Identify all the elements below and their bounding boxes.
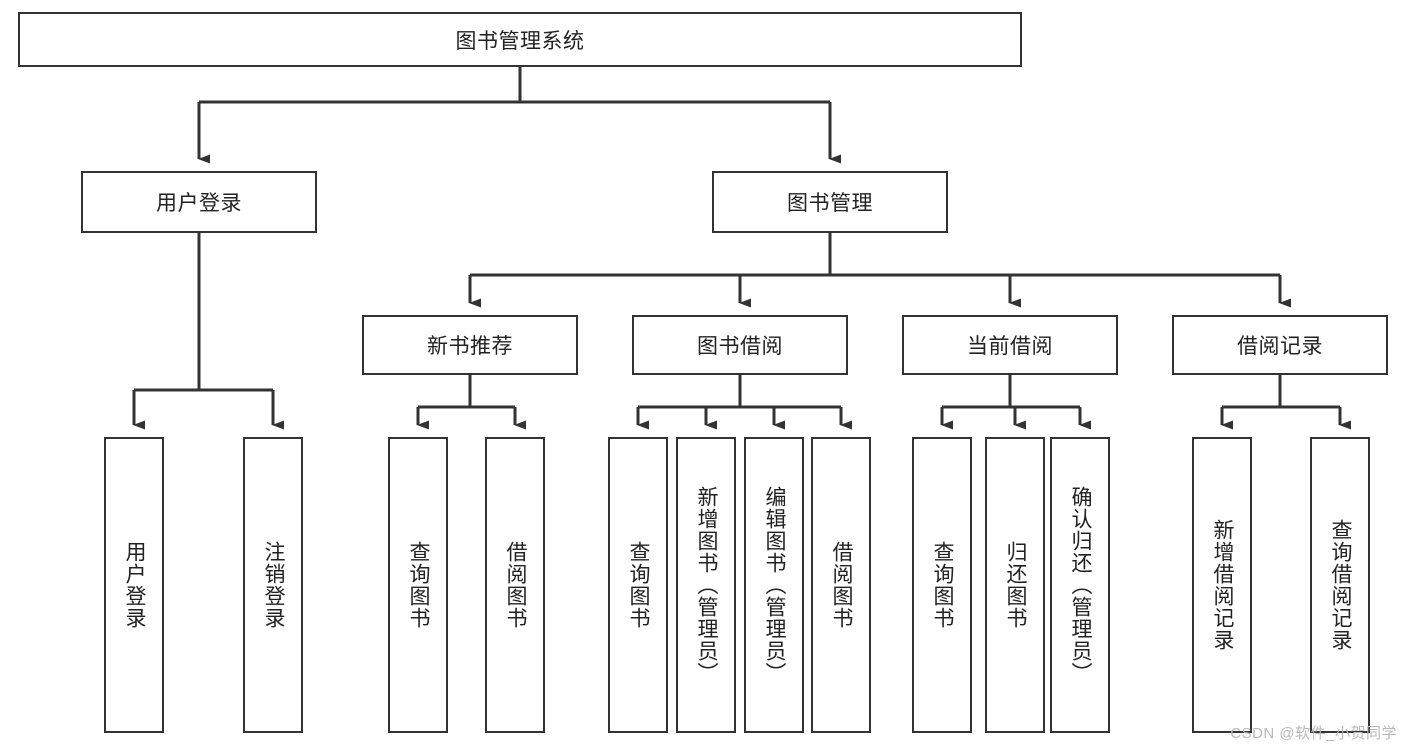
node-current-borrow[interactable]: 当前借阅	[902, 315, 1118, 375]
node-leaf-borrow-book-2[interactable]: 借阅图书	[811, 437, 871, 733]
node-label: 新书推荐	[427, 335, 513, 358]
node-label: 用户登录	[123, 541, 147, 629]
node-leaf-query-book-2[interactable]: 查询图书	[608, 437, 668, 733]
node-label: 借阅图书	[830, 541, 854, 629]
csdn-watermark: CSDN @软件_小贺同学	[1230, 725, 1397, 742]
node-label: 注销登录	[262, 541, 286, 629]
node-leaf-add-borrow-record[interactable]: 新增借阅记录	[1192, 437, 1252, 733]
node-book-manage[interactable]: 图书管理	[712, 171, 948, 233]
node-label: 确认归还（管理员）	[1069, 486, 1093, 684]
node-label: 借阅记录	[1237, 335, 1323, 358]
node-label: 查询借阅记录	[1329, 519, 1353, 651]
node-leaf-add-book-admin[interactable]: 新增图书（管理员）	[676, 437, 736, 733]
node-label: 图书借阅	[697, 335, 783, 358]
node-label: 图书管理	[787, 192, 873, 215]
node-leaf-confirm-return-admin[interactable]: 确认归还（管理员）	[1050, 437, 1110, 733]
node-leaf-return-book[interactable]: 归还图书	[985, 437, 1045, 733]
node-user-login[interactable]: 用户登录	[81, 171, 317, 233]
node-label: 新增图书（管理员）	[695, 486, 719, 684]
node-label: 编辑图书（管理员）	[763, 486, 787, 684]
node-label: 图书管理系统	[455, 29, 585, 53]
node-label: 借阅图书	[504, 541, 528, 629]
node-leaf-query-book-1[interactable]: 查询图书	[388, 437, 448, 733]
node-label: 查询图书	[627, 541, 651, 629]
node-label: 查询图书	[407, 541, 431, 629]
node-leaf-user-logout[interactable]: 注销登录	[243, 437, 303, 733]
node-label: 用户登录	[156, 192, 242, 215]
node-label: 查询图书	[931, 541, 955, 629]
node-root-system[interactable]: 图书管理系统	[18, 12, 1022, 67]
node-leaf-edit-book-admin[interactable]: 编辑图书（管理员）	[744, 437, 804, 733]
node-borrow-record[interactable]: 借阅记录	[1172, 315, 1388, 375]
node-book-borrow[interactable]: 图书借阅	[632, 315, 848, 375]
node-leaf-query-borrow-record[interactable]: 查询借阅记录	[1310, 437, 1370, 733]
node-leaf-query-book-3[interactable]: 查询图书	[912, 437, 972, 733]
node-label: 新增借阅记录	[1211, 519, 1235, 651]
node-label: 归还图书	[1004, 541, 1028, 629]
node-leaf-borrow-book-1[interactable]: 借阅图书	[485, 437, 545, 733]
node-new-book-recommend[interactable]: 新书推荐	[362, 315, 578, 375]
node-label: 当前借阅	[967, 335, 1053, 358]
node-leaf-user-login[interactable]: 用户登录	[104, 437, 164, 733]
